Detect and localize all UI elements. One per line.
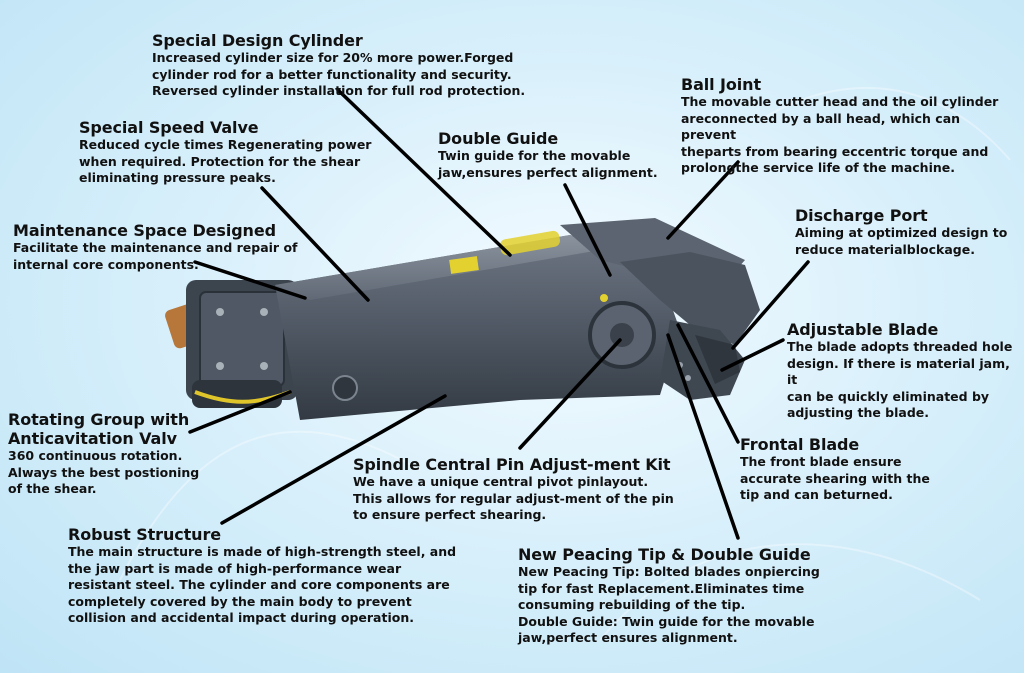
cutter-jaw [500,218,760,400]
callout-discharge-port: Discharge Port Aiming at optimized desig… [795,206,1015,258]
leader-discharge-port [731,260,810,350]
callout-spindle-pin: Spindle Central Pin Adjust-ment Kit We h… [353,455,693,524]
callout-rotating-group: Rotating Group with Anticavitation Valv … [8,410,218,498]
callout-special-speed-valve: Special Speed Valve Reduced cycle times … [79,118,389,187]
callout-title: Maintenance Space Designed [13,221,276,240]
callout-text: Aiming at optimized design to reduce mat… [795,225,1008,257]
callout-text: Reduced cycle times Regenerating power w… [79,137,372,185]
callout-title: Ball Joint [681,75,762,94]
leader-peacing-tip [666,333,740,540]
callout-adjustable-blade: Adjustable Blade The blade adopts thread… [787,320,1022,422]
callout-text: The main structure is made of high-stren… [68,544,457,625]
leader-double-guide [563,183,612,277]
callout-title: Spindle Central Pin Adjust-ment Kit [353,455,671,474]
callout-title-line1: Rotating Group with [8,410,190,429]
leader-ball-joint [666,160,740,240]
callout-title: Discharge Port [795,206,928,225]
callout-special-design-cylinder: Special Design Cylinder Increased cylind… [152,31,542,100]
callout-text: Increased cylinder size for 20% more pow… [152,50,526,98]
callout-peacing-tip: New Peacing Tip & Double Guide New Peaci… [518,545,838,647]
callout-title: Frontal Blade [740,435,860,454]
background-pattern [119,86,1011,641]
callout-double-guide: Double Guide Twin guide for the movable … [438,129,668,181]
callout-text: We have a unique central pivot pinlayout… [353,474,674,522]
callout-ball-joint: Ball Joint The movable cutter head and t… [681,75,1011,177]
main-body [275,235,680,420]
callout-maintenance-space: Maintenance Space Designed Facilitate th… [13,221,313,273]
callout-title: Adjustable Blade [787,320,939,339]
callout-text: 360 continuous rotation. Always the best… [8,448,200,496]
callout-title: Special Speed Valve [79,118,259,137]
callout-frontal-blade: Frontal Blade The front blade ensure acc… [740,435,970,504]
leader-speed-valve [260,186,370,302]
callout-text: The blade adopts threaded hole design. I… [787,339,1013,420]
leader-frontal-blade [676,323,740,444]
callout-title: Double Guide [438,129,559,148]
callout-text: Twin guide for the movable jaw,ensures p… [438,148,658,180]
callout-text: The front blade ensure accurate shearing… [740,454,930,502]
callout-title: New Peacing Tip & Double Guide [518,545,811,564]
leader-spindle [518,338,622,450]
callout-text: The movable cutter head and the oil cyli… [681,94,999,175]
callout-text: Facilitate the maintenance and repair of… [13,240,298,272]
leader-robust [220,394,447,525]
rotating-mount [165,280,298,408]
callout-title: Special Design Cylinder [152,31,363,50]
callout-text: New Peacing Tip: Bolted blades onpiercin… [518,564,820,645]
leader-cylinder [336,88,512,257]
leader-lines [188,88,810,540]
leader-adjustable-blade [720,338,785,372]
leader-rotating [188,390,292,434]
callout-title-line2: Anticavitation Valv [8,429,177,448]
leader-maintenance [193,260,307,300]
callout-robust-structure: Robust Structure The main structure is m… [68,525,468,627]
callout-title: Robust Structure [68,525,222,544]
